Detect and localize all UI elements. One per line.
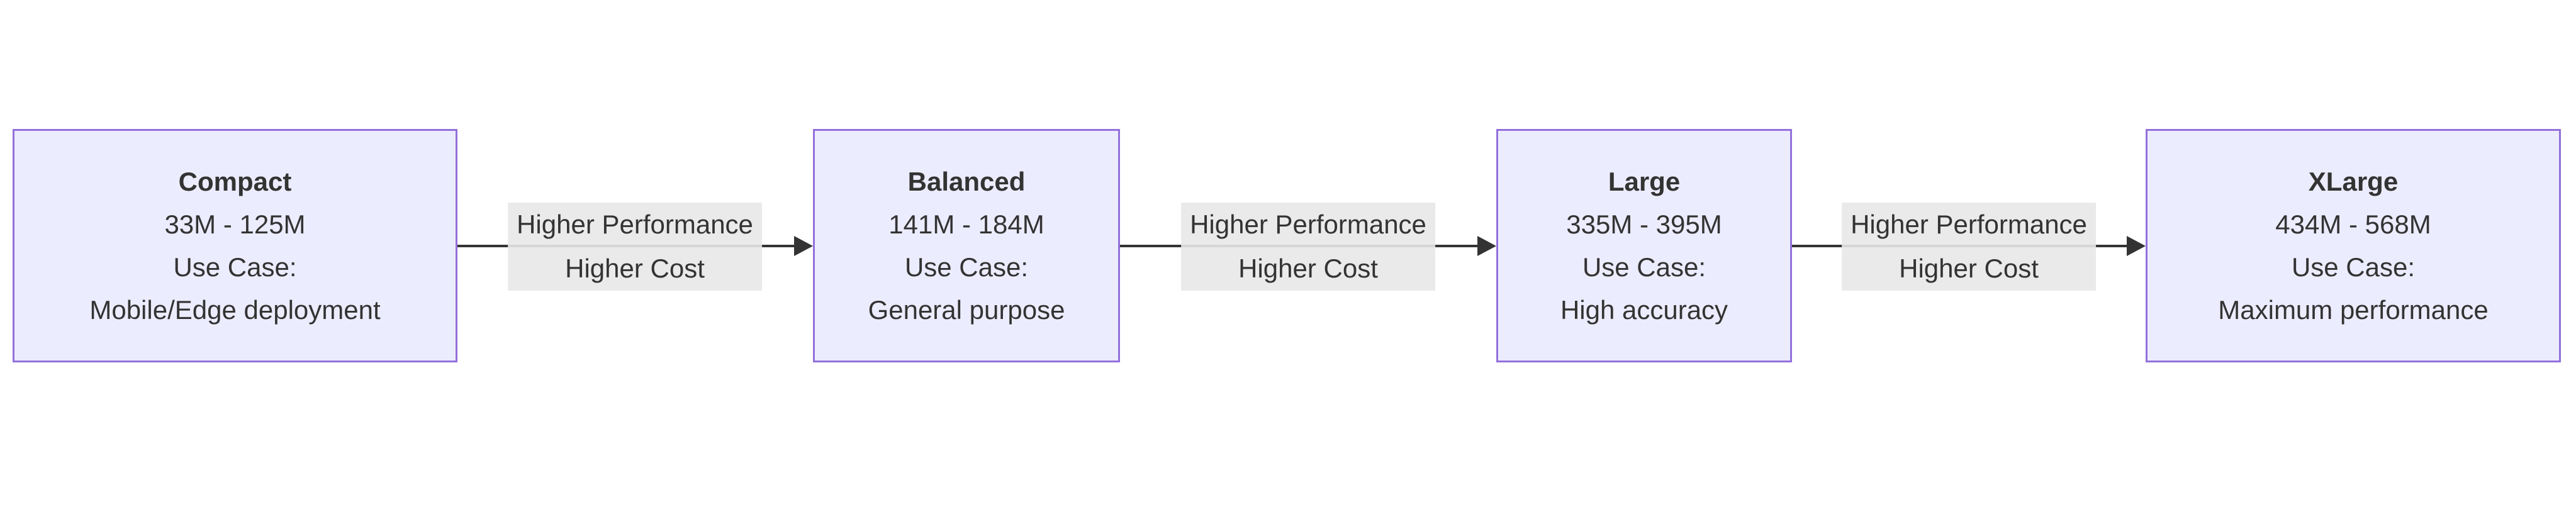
arrowhead-right-icon (2127, 236, 2146, 256)
node-compact: Compact 33M - 125M Use Case: Mobile/Edge… (13, 129, 457, 362)
node-use-case-label: Use Case: (1582, 252, 1706, 282)
node-xlarge: XLarge 434M - 568M Use Case: Maximum per… (2146, 129, 2561, 362)
arrowhead-right-icon (794, 236, 813, 256)
node-title: XLarge (2308, 166, 2399, 196)
edge-label-line1: Higher Performance (1190, 210, 1426, 239)
node-title: Balanced (907, 166, 1026, 196)
edge-label-line2: Higher Cost (1238, 254, 1378, 283)
edge-label-line2: Higher Cost (1899, 254, 2039, 283)
edge-label-large-xlarge: Higher Performance Higher Cost (1842, 203, 2096, 291)
node-use-case-label: Use Case: (904, 252, 1029, 282)
edge-label-line1: Higher Performance (1851, 210, 2087, 239)
node-params: 33M - 125M (164, 209, 306, 239)
edge-label-line1: Higher Performance (517, 210, 753, 239)
node-use-case: High accuracy (1560, 294, 1728, 325)
node-balanced: Balanced 141M - 184M Use Case: General p… (813, 129, 1120, 362)
node-params: 335M - 395M (1566, 209, 1722, 239)
node-use-case: Maximum performance (2218, 294, 2489, 325)
edge-label-line2: Higher Cost (565, 254, 705, 283)
node-use-case: General purpose (868, 294, 1065, 325)
edge-label-balanced-large: Higher Performance Higher Cost (1181, 203, 1435, 291)
node-use-case-label: Use Case: (173, 252, 297, 282)
node-use-case: Mobile/Edge deployment (89, 294, 381, 325)
node-large: Large 335M - 395M Use Case: High accurac… (1496, 129, 1792, 362)
node-use-case-label: Use Case: (2291, 252, 2416, 282)
edge-label-compact-balanced: Higher Performance Higher Cost (508, 203, 762, 291)
node-title: Compact (178, 166, 292, 196)
node-title: Large (1608, 166, 1681, 196)
node-params: 434M - 568M (2275, 209, 2431, 239)
arrowhead-right-icon (1477, 236, 1496, 256)
node-params: 141M - 184M (888, 209, 1044, 239)
